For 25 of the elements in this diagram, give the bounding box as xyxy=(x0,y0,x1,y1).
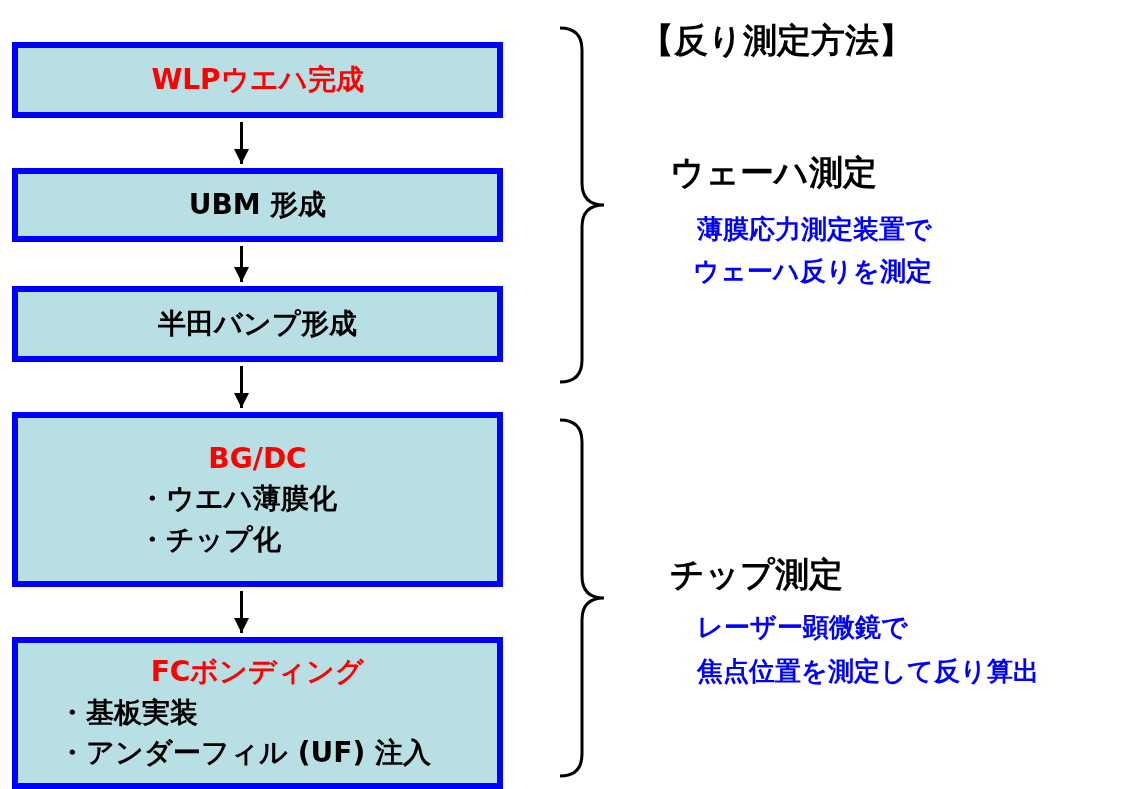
process-box xyxy=(12,412,503,587)
arrow xyxy=(234,366,249,408)
step-heading: 半田バンプ形成 xyxy=(158,307,357,341)
step-heading: WLPウエハ完成 xyxy=(151,63,364,97)
process-box xyxy=(12,42,503,118)
bullet-item: ・アンダーフィル (UF) 注入 xyxy=(58,735,431,772)
bullet-item: ・ウエハ薄膜化 xyxy=(138,481,337,518)
step-heading: BG/DC xyxy=(208,440,307,477)
step-heading: UBM 形成 xyxy=(188,188,327,222)
note-text: 焦点位置を測定して反り算出 xyxy=(697,655,1039,688)
arrow xyxy=(234,246,249,282)
section-heading: チップ測定 xyxy=(670,553,843,596)
arrow xyxy=(234,591,249,633)
process-box xyxy=(12,286,503,362)
bullet-item: ・チップ化 xyxy=(138,521,281,558)
note-text: 薄膜応力測定装置で xyxy=(697,213,932,246)
section-heading: ウェーハ測定 xyxy=(670,151,877,194)
arrow xyxy=(234,122,249,164)
title: 【反り測定方法】 xyxy=(640,19,913,62)
process-box xyxy=(12,637,503,789)
bullet-item: ・基板実装 xyxy=(58,694,198,731)
note-text: ウェーハ反りを測定 xyxy=(693,255,932,288)
step-heading: FCボンディング xyxy=(150,654,365,691)
process-box xyxy=(12,168,503,242)
note-text: レーザー顕微鏡で xyxy=(697,611,908,644)
